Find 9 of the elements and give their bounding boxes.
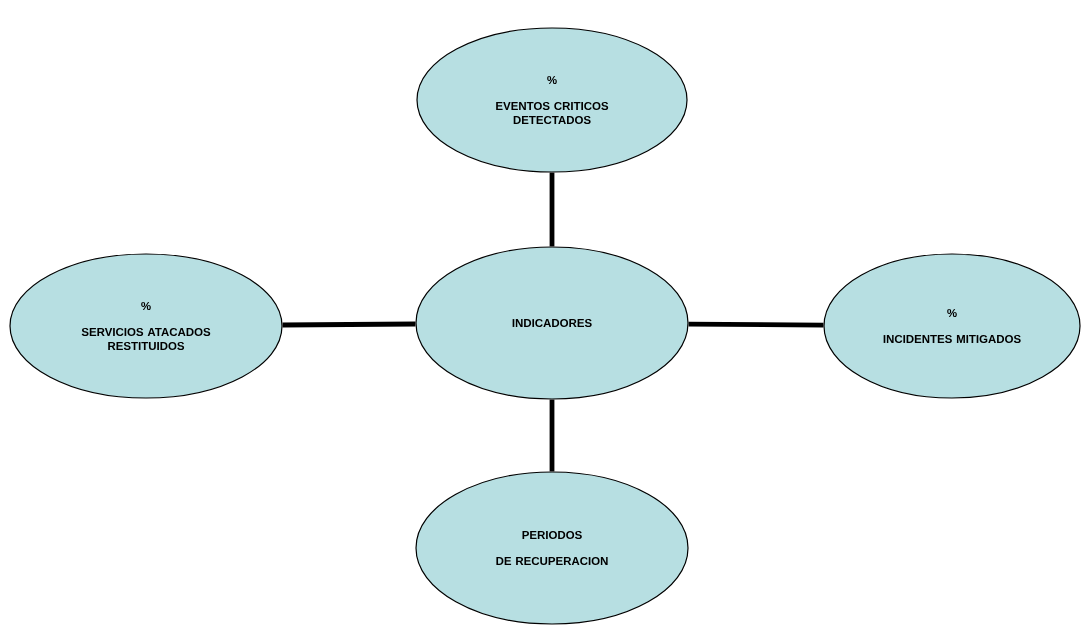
ellipse-node: INDICADORES: [415, 246, 689, 400]
connector-line: [549, 172, 555, 247]
connector-line: [549, 399, 555, 472]
connector-line: [688, 321, 824, 328]
connector-line: [282, 321, 416, 328]
ellipse-node: % EVENTOS CRITICOS DETECTADOS: [416, 27, 688, 173]
ellipse-node: PERIODOS DE RECUPERACION: [415, 471, 689, 625]
ellipse-node: % SERVICIOS ATACADOS RESTITUIDOS: [9, 253, 283, 399]
ellipse-node: % INCIDENTES MITIGADOS: [823, 253, 1081, 399]
